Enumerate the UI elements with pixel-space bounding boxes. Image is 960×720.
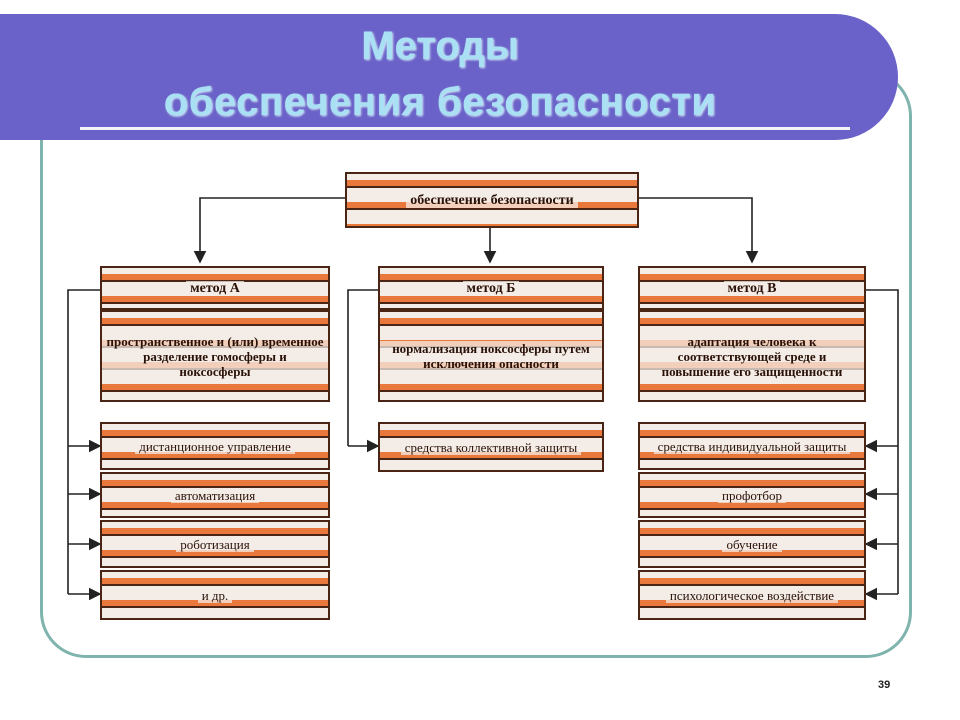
method-a-name: метод А	[186, 280, 244, 296]
method-b-name: метод Б	[462, 280, 520, 296]
title-underline	[80, 127, 850, 130]
root-node: обеспечение безопасности	[345, 172, 639, 228]
connector-root-v	[638, 197, 759, 264]
connector-a-bracket	[67, 289, 100, 594]
method-a-item-1-label: дистанционное управление	[135, 438, 295, 454]
method-b-description: нормализация ноксосферы путем исключения…	[378, 310, 604, 402]
method-a-item-1: дистанционное управление	[100, 422, 330, 470]
method-v-item-2: профотбор	[638, 472, 866, 518]
method-v-item-3-label: обучение	[722, 536, 782, 552]
method-a-header: метод А	[100, 266, 330, 310]
method-v-item-1: средства индивидуальной защиты	[638, 422, 866, 470]
method-a-item-4-label: и др.	[197, 587, 233, 603]
method-v-item-2-label: профотбор	[717, 487, 786, 503]
method-a-item-2: автоматизация	[100, 472, 330, 518]
method-v-item-3: обучение	[638, 520, 866, 568]
method-b-item-1: средства коллективной защиты	[378, 422, 604, 472]
connector-root-a	[193, 197, 345, 264]
method-b-item-1-label: средства коллективной защиты	[400, 439, 582, 455]
method-v-desc-text: адаптация человека к соответствующей сре…	[640, 333, 864, 379]
page-number: 39	[878, 679, 891, 691]
method-b-header: метод Б	[378, 266, 604, 310]
method-b-desc-text: нормализация ноксосферы путем исключения…	[380, 341, 602, 371]
method-a-description: пространственное и (или) временное разде…	[100, 310, 330, 402]
slide-title-line2: обеспечения безопасности	[163, 80, 717, 124]
connector-v-bracket	[866, 289, 899, 594]
title-banner	[0, 14, 898, 140]
method-v-description: адаптация человека к соответствующей сре…	[638, 310, 866, 402]
method-a-item-3: роботизация	[100, 520, 330, 568]
method-v-header: метод В	[638, 266, 866, 310]
method-v-item-4-label: психологическое воздействие	[665, 587, 839, 603]
method-v-item-4: психологическое воздействие	[638, 570, 866, 620]
connector-b-bracket	[347, 289, 378, 446]
method-v-item-1-label: средства индивидуальной защиты	[653, 438, 851, 454]
root-node-label: обеспечение безопасности	[406, 192, 578, 208]
method-a-item-3-label: роботизация	[176, 536, 254, 552]
method-a-item-2-label: автоматизация	[170, 487, 260, 503]
method-a-desc-text: пространственное и (или) временное разде…	[102, 333, 328, 379]
method-a-item-4: и др.	[100, 570, 330, 620]
method-v-name: метод В	[723, 280, 781, 296]
slide-title-line1: Методы	[361, 24, 519, 68]
